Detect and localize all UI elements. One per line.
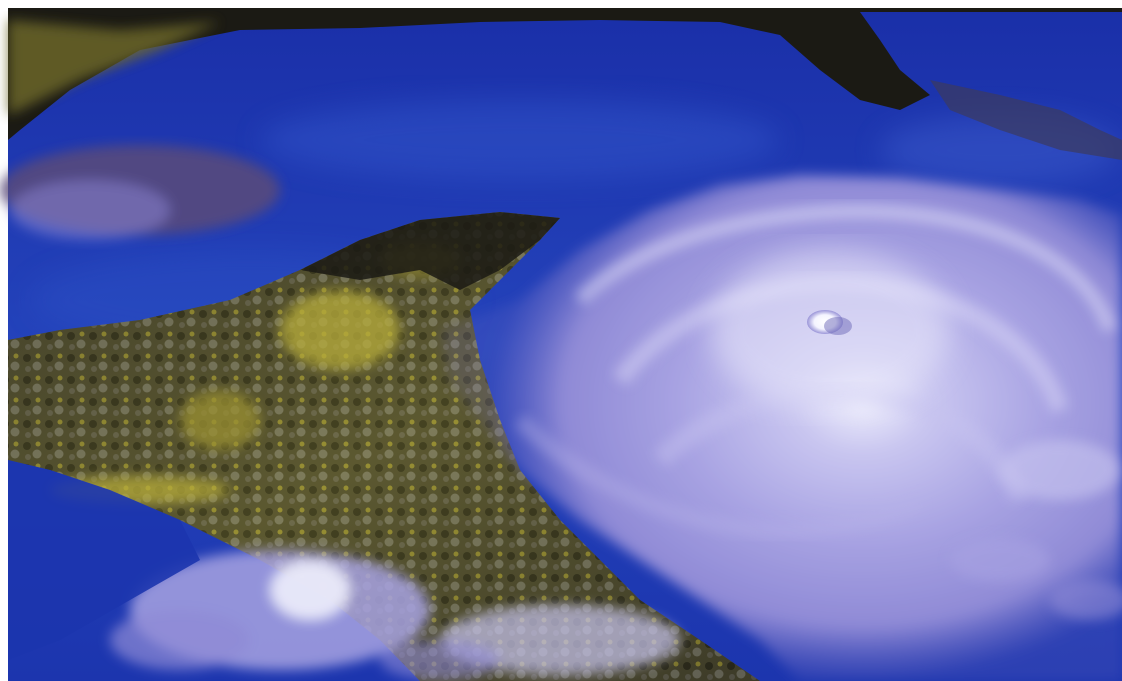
hurricane-eye-shadow xyxy=(824,317,852,335)
north-coastline-highlight xyxy=(8,20,220,115)
eastern-scattered-clouds xyxy=(950,440,1122,620)
peninsula-dark-edge xyxy=(300,212,560,290)
islands-north-east xyxy=(930,80,1122,160)
hurricane-cloud-mass xyxy=(440,175,1122,681)
gulf-cloud-patch xyxy=(0,145,280,240)
pacific-ocean xyxy=(8,460,200,660)
central-america-land-shade xyxy=(8,212,760,681)
north-coastline-land xyxy=(8,8,1122,140)
southern-cloud-cluster xyxy=(110,550,680,680)
